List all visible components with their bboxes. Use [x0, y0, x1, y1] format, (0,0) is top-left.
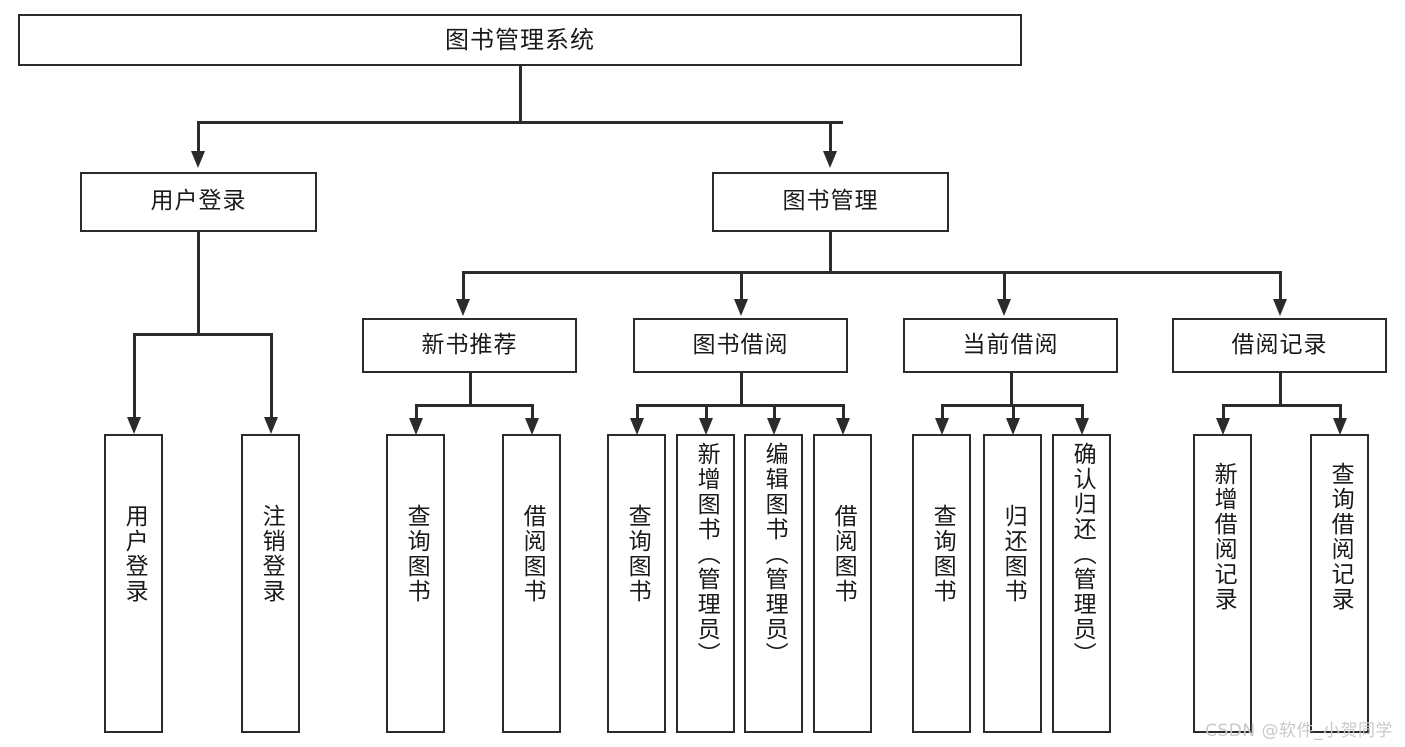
connector-book-manage-bus [462, 271, 1279, 274]
connector-new-book-rec-bus [415, 404, 533, 407]
node-label: 查询图书 [403, 504, 430, 604]
connector-borrow-record-stem [1279, 373, 1282, 407]
connector-book-manage-to-current-borrow [1003, 271, 1006, 299]
node-book-borrowing[interactable]: 图书借阅 [633, 318, 848, 373]
connector-user-login-to-leaf-1 [133, 333, 136, 417]
node-leaf-user-logout[interactable]: 注销登录 [241, 434, 300, 733]
connector-new-book-rec-to-leaf-2 [531, 404, 534, 418]
connector-user-login-stem [197, 232, 200, 335]
node-label: 借阅图书 [830, 504, 857, 604]
connector-root-bus [197, 121, 843, 124]
node-leaf-borrow-book-1[interactable]: 借阅图书 [502, 434, 561, 733]
connector-book-borrow-to-leaf-3 [773, 404, 776, 418]
connector-root-stem [519, 66, 522, 122]
arrow-book-borrow-to-leaf-1 [630, 418, 644, 435]
node-borrowing-record[interactable]: 借阅记录 [1172, 318, 1387, 373]
node-label: 借阅图书 [519, 504, 546, 604]
node-leaf-edit-book[interactable]: 编辑图书（管理员） [744, 434, 803, 733]
connector-book-manage-stem [829, 232, 832, 274]
arrow-current-borrow-to-leaf-2 [1006, 418, 1020, 435]
node-leaf-user-login[interactable]: 用户登录 [104, 434, 163, 733]
node-leaf-query-book-1[interactable]: 查询图书 [386, 434, 445, 733]
arrow-book-borrow-to-leaf-4 [836, 418, 850, 435]
arrow-user-login-to-leaf-1 [127, 417, 141, 434]
node-root-book-management-system[interactable]: 图书管理系统 [18, 14, 1022, 66]
arrow-book-borrow-to-leaf-2 [699, 418, 713, 435]
arrow-root-to-user-login [191, 151, 205, 168]
arrow-book-manage-to-borrow-record [1273, 299, 1287, 316]
node-label: 图书管理 [782, 188, 879, 215]
connector-book-borrow-to-leaf-4 [842, 404, 845, 418]
node-new-book-recommendation[interactable]: 新书推荐 [362, 318, 577, 373]
connector-user-login-to-leaf-2 [270, 333, 273, 417]
node-label: 编辑图书（管理员） [761, 442, 788, 667]
connector-root-to-user-login [197, 121, 200, 151]
connector-borrow-record-bus [1222, 404, 1341, 407]
node-book-management[interactable]: 图书管理 [712, 172, 949, 232]
arrow-user-login-to-leaf-2 [264, 417, 278, 434]
node-leaf-add-record[interactable]: 新增借阅记录 [1193, 434, 1252, 733]
node-label: 图书借阅 [692, 331, 789, 358]
node-label: 当前借阅 [962, 331, 1059, 358]
node-leaf-return-book[interactable]: 归还图书 [983, 434, 1042, 733]
node-label: 查询图书 [624, 504, 651, 604]
connector-book-borrow-bus [636, 404, 844, 407]
node-label: 用户登录 [121, 504, 148, 604]
connector-book-borrow-to-leaf-2 [705, 404, 708, 418]
connector-current-borrow-to-leaf-1 [941, 404, 944, 418]
node-leaf-query-record[interactable]: 查询借阅记录 [1310, 434, 1369, 733]
node-current-borrowing[interactable]: 当前借阅 [903, 318, 1118, 373]
node-label: 图书管理系统 [445, 25, 595, 54]
node-label: 归还图书 [1000, 504, 1027, 604]
arrow-new-book-rec-to-leaf-1 [409, 418, 423, 435]
arrow-book-manage-to-new-book-rec [456, 299, 470, 316]
arrow-current-borrow-to-leaf-3 [1075, 418, 1089, 435]
node-label: 查询借阅记录 [1327, 462, 1354, 612]
arrow-borrow-record-to-leaf-2 [1333, 418, 1347, 435]
node-label: 用户登录 [150, 188, 247, 215]
node-label: 新增借阅记录 [1210, 462, 1237, 612]
connector-book-borrow-stem [740, 373, 743, 407]
arrow-new-book-rec-to-leaf-2 [525, 418, 539, 435]
node-label: 查询图书 [929, 504, 956, 604]
node-label: 确认归还（管理员） [1069, 442, 1096, 667]
arrow-root-to-book-manage [823, 151, 837, 168]
connector-current-borrow-to-leaf-3 [1081, 404, 1084, 418]
node-leaf-add-book[interactable]: 新增图书（管理员） [676, 434, 735, 733]
connector-book-manage-to-book-borrow [740, 271, 743, 299]
node-label: 借阅记录 [1231, 331, 1328, 358]
connector-new-book-rec-stem [469, 373, 472, 407]
node-label: 新增图书（管理员） [693, 442, 720, 667]
connector-book-borrow-to-leaf-1 [636, 404, 639, 418]
connector-user-login-bus [133, 333, 272, 336]
node-user-login[interactable]: 用户登录 [80, 172, 317, 232]
connector-current-borrow-to-leaf-2 [1012, 404, 1015, 418]
connector-current-borrow-stem [1010, 373, 1013, 407]
node-leaf-query-book-2[interactable]: 查询图书 [607, 434, 666, 733]
node-leaf-confirm-return[interactable]: 确认归还（管理员） [1052, 434, 1111, 733]
arrow-current-borrow-to-leaf-1 [935, 418, 949, 435]
node-leaf-query-book-3[interactable]: 查询图书 [912, 434, 971, 733]
arrow-book-borrow-to-leaf-3 [767, 418, 781, 435]
connector-borrow-record-to-leaf-1 [1222, 404, 1225, 418]
node-leaf-borrow-book-2[interactable]: 借阅图书 [813, 434, 872, 733]
connector-borrow-record-to-leaf-2 [1339, 404, 1342, 418]
connector-book-manage-to-borrow-record [1279, 271, 1282, 299]
arrow-borrow-record-to-leaf-1 [1216, 418, 1230, 435]
connector-new-book-rec-to-leaf-1 [415, 404, 418, 418]
node-label: 注销登录 [258, 504, 285, 604]
connector-root-to-book-manage [829, 121, 832, 151]
arrow-book-manage-to-book-borrow [734, 299, 748, 316]
connector-book-manage-to-new-book-rec [462, 271, 465, 299]
node-label: 新书推荐 [421, 331, 518, 358]
arrow-book-manage-to-current-borrow [997, 299, 1011, 316]
